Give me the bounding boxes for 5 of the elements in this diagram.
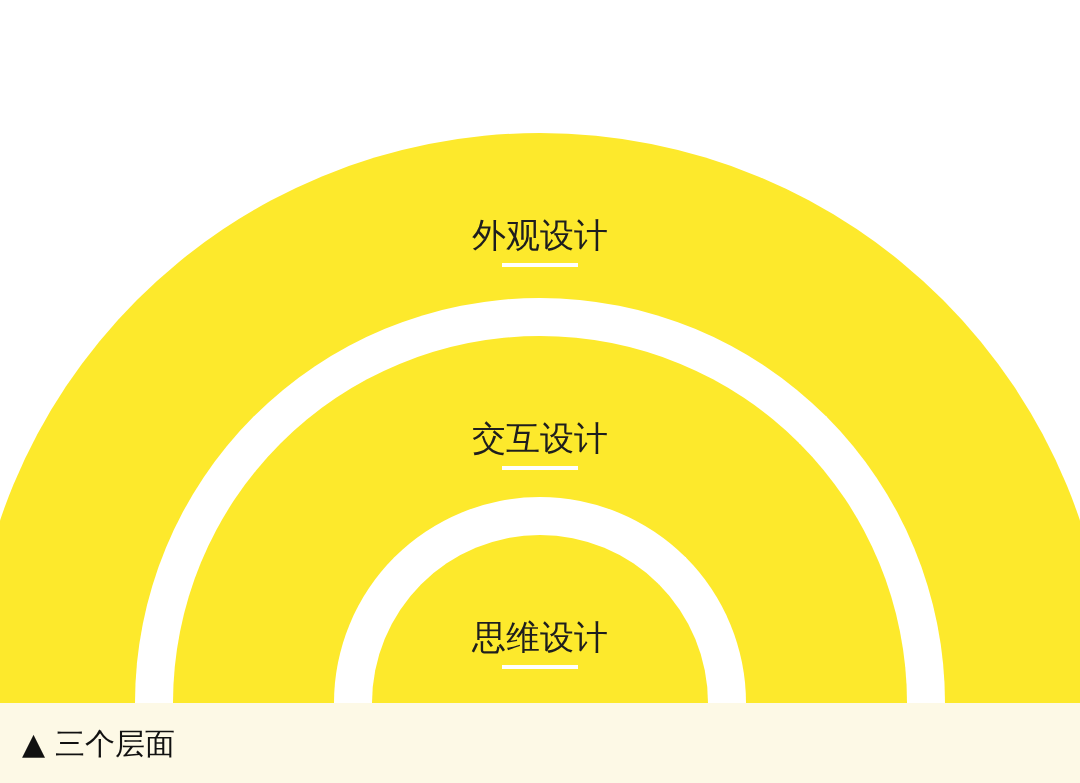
layer-label: 外观设计 bbox=[472, 214, 608, 257]
layer-label: 思维设计 bbox=[472, 616, 608, 659]
caption: ▲ 三个层面 bbox=[22, 724, 175, 763]
layer-label: 交互设计 bbox=[472, 417, 608, 460]
semicircle-band bbox=[0, 133, 1080, 703]
